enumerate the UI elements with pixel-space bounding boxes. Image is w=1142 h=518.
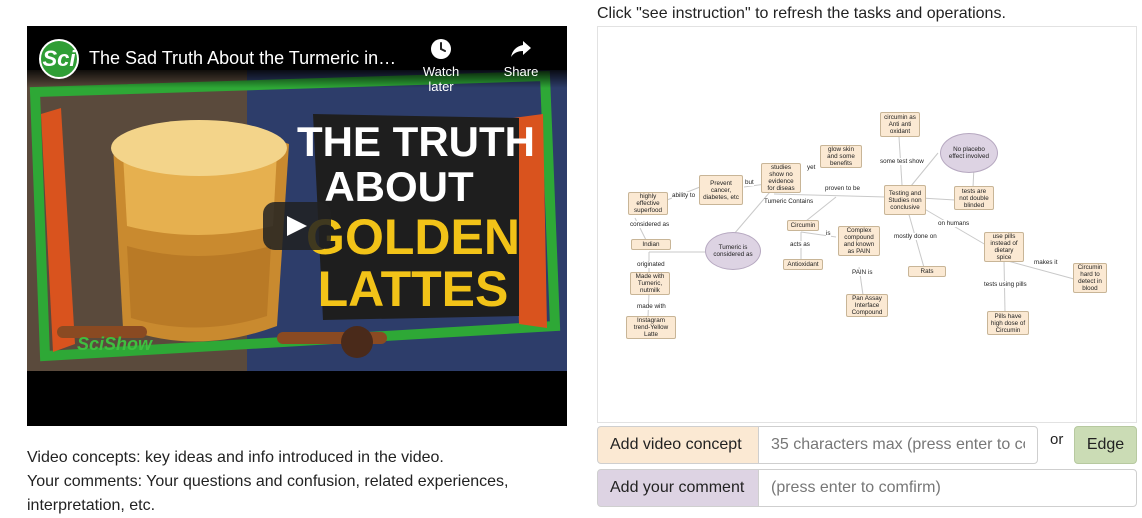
- concept-node[interactable]: Circumin: [787, 220, 819, 231]
- concept-node[interactable]: glow skin and some benefits: [820, 145, 862, 168]
- thumb-line-1: THE TRUTH: [297, 118, 535, 165]
- concept-node[interactable]: Testing and Studies non conclusive: [884, 185, 926, 215]
- concept-node[interactable]: Rats: [908, 266, 946, 277]
- edge-label[interactable]: some test show: [880, 158, 924, 165]
- video-concept-input[interactable]: [758, 426, 1038, 464]
- concept-node[interactable]: tests are not double blinded: [954, 186, 994, 210]
- edge-label[interactable]: on humans: [938, 220, 970, 227]
- concept-node[interactable]: Instagram trend-Yellow Latte: [626, 316, 676, 339]
- description-line-concepts: Video concepts: key ideas and info intro…: [27, 449, 444, 466]
- add-your-comment-label: Add your comment: [597, 469, 759, 507]
- comment-input[interactable]: [758, 469, 1137, 507]
- concept-node[interactable]: Indian: [631, 239, 671, 250]
- share-button[interactable]: Share: [491, 38, 551, 79]
- edge-label[interactable]: ability to: [672, 192, 696, 199]
- thumb-line-2: ABOUT: [324, 163, 474, 210]
- thumb-line-4: LATTES: [318, 261, 509, 317]
- concept-node[interactable]: Antioxidant: [783, 259, 823, 270]
- edge-label[interactable]: made with: [637, 303, 666, 310]
- concept-node[interactable]: Prevent cancer, diabetes, etc: [699, 175, 743, 205]
- channel-logo[interactable]: Sci: [39, 39, 79, 79]
- thumb-line-3: GOLDEN: [306, 209, 520, 265]
- concept-map-canvas[interactable]: circumin as Anti anti oxidant No placebo…: [597, 26, 1137, 423]
- edge-label[interactable]: mostly done on: [894, 233, 937, 240]
- edge-label[interactable]: considered as: [630, 221, 670, 228]
- edge-button[interactable]: Edge: [1074, 426, 1137, 464]
- or-text: or: [1050, 431, 1064, 448]
- description-line-comments: Your comments: Your questions and confus…: [27, 473, 509, 514]
- comment-node[interactable]: Tumeric is considered as: [705, 232, 761, 270]
- edge-label[interactable]: proven to be: [825, 185, 861, 192]
- play-button[interactable]: [263, 202, 331, 250]
- add-video-concept-label: Add video concept: [597, 426, 759, 464]
- concept-node[interactable]: circumin as Anti anti oxidant: [880, 112, 920, 137]
- edge-label[interactable]: acts as: [790, 241, 810, 248]
- edge-label[interactable]: tests using pills: [984, 281, 1027, 288]
- concept-node[interactable]: highly effective superfood: [628, 192, 668, 215]
- share-arrow-icon: [511, 41, 531, 57]
- edge-label[interactable]: makes it: [1034, 259, 1058, 266]
- clock-icon: [431, 39, 451, 59]
- edge-label[interactable]: yet: [807, 164, 816, 171]
- video-player[interactable]: THE TRUTH ABOUT GOLDEN LATTES SciShow Sc…: [27, 26, 567, 426]
- edge-label[interactable]: PAIN is: [852, 269, 873, 276]
- edge-label[interactable]: originated: [637, 261, 665, 268]
- comment-node[interactable]: No placebo effect involved: [940, 133, 998, 173]
- play-icon: [287, 216, 307, 236]
- video-description: Video concepts: key ideas and info intro…: [27, 446, 567, 518]
- concept-map-edges: [634, 136, 1075, 318]
- concept-node[interactable]: Pills have high dose of Circumin: [987, 311, 1029, 335]
- scishow-watermark: SciShow: [77, 334, 153, 354]
- concept-node[interactable]: Circumin hard to detect in blood: [1073, 263, 1107, 293]
- edge-label[interactable]: but: [745, 179, 754, 186]
- concept-node[interactable]: Made with Tumeric, nutmilk: [630, 272, 670, 295]
- concept-node[interactable]: Pan Assay Interface Compound: [846, 294, 888, 317]
- edge-label[interactable]: Tumeric Contains: [764, 198, 814, 205]
- instruction-text: Click "see instruction" to refresh the t…: [597, 5, 1006, 22]
- concept-node[interactable]: Complex compound and known as PAIN: [838, 226, 880, 256]
- edge-label[interactable]: is: [826, 230, 831, 237]
- watch-later-button[interactable]: Watch later: [411, 38, 471, 94]
- watch-later-label: Watch later: [422, 64, 460, 94]
- concept-node[interactable]: use pills instead of dietary spice: [984, 232, 1024, 262]
- video-title[interactable]: The Sad Truth About the Turmeric in Your…: [89, 48, 399, 68]
- concept-node[interactable]: studies show no evidence for diseas: [761, 163, 801, 193]
- share-label: Share: [503, 64, 539, 79]
